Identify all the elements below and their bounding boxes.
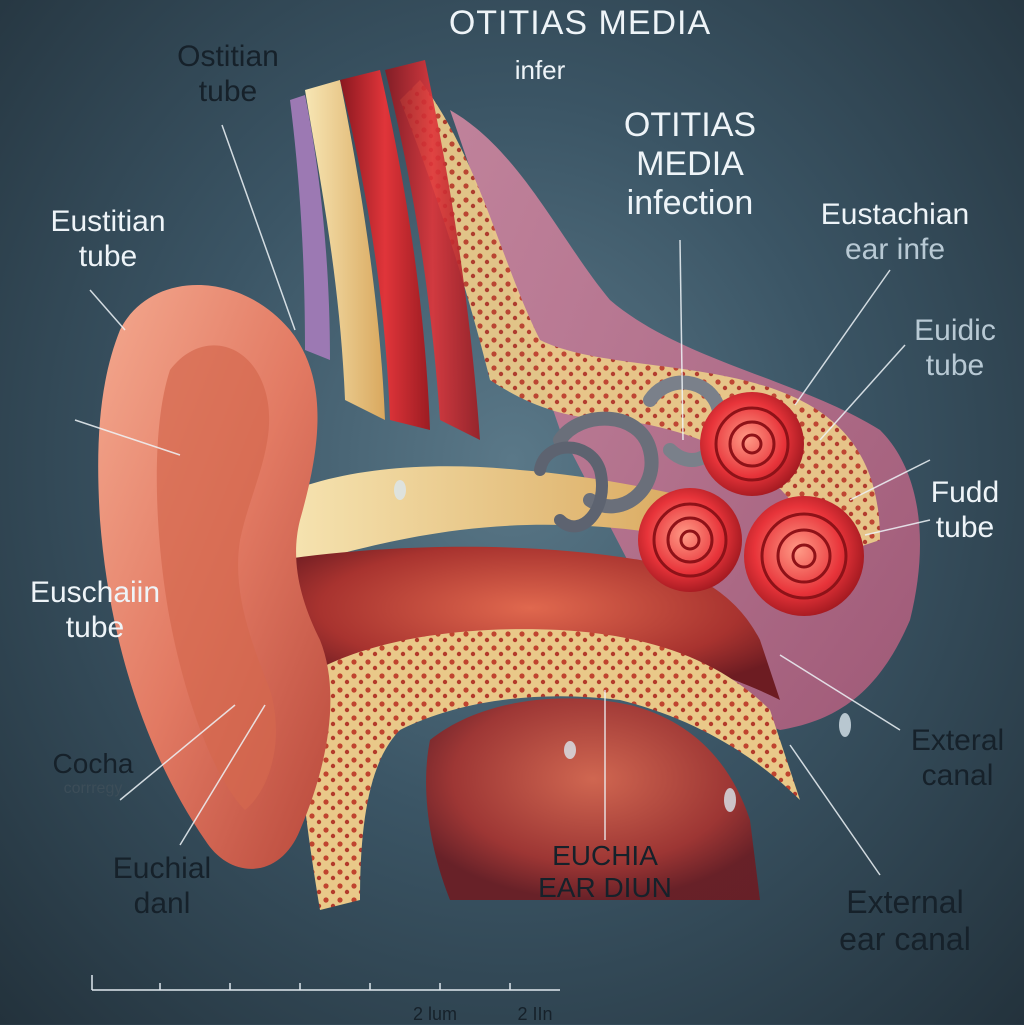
label-bottom-center: EUCHIA EAR DIUN <box>515 840 695 904</box>
label-mid-left: Euschaiin tube <box>10 576 180 645</box>
label-right-3-line-1: Exteral <box>910 724 1005 757</box>
scale-label-left: 2 lum <box>412 1004 457 1024</box>
pinna-inner-fold <box>156 345 276 810</box>
label-bottom-right-line-1: External <box>846 884 964 920</box>
label-right-1-line-2: tube <box>925 348 985 382</box>
label-upper-right-line-2: ear infe <box>844 232 946 266</box>
lower-cavity <box>426 698 760 900</box>
label-right-2: Fudd tube <box>915 476 1015 545</box>
label-bottom-center-line-2: EAR DIUN <box>538 872 672 904</box>
cochlea-spiral-2 <box>638 488 742 592</box>
tissue-layer-red-2 <box>385 60 480 440</box>
ear-canal <box>280 546 780 700</box>
label-mid-left-line-2: tube <box>65 610 125 644</box>
fluid-drop <box>724 788 736 812</box>
label-bottom-right: External ear canal <box>825 884 985 958</box>
tissue-layer-red <box>340 70 430 430</box>
label-right-3: Exteral canal <box>895 724 1020 793</box>
label-top-left: Ostitian tube <box>148 40 308 109</box>
label-right-1-line-1: Euidic <box>914 314 996 347</box>
label-upper-right: Eustachian ear infe <box>795 198 995 267</box>
ossicle-loop-3 <box>534 441 608 533</box>
ossicle-loop-1 <box>553 411 659 514</box>
scale-label-right: 2 IIn <box>517 1004 553 1024</box>
label-mid-left-line-1: Euschaiin <box>29 576 161 609</box>
label-upper-left: Eustitian tube <box>28 205 188 274</box>
center-label-line-2: MEDIA <box>636 145 744 184</box>
label-top-left-line-2: tube <box>198 74 258 108</box>
leader-lines <box>74 124 931 876</box>
diagram-title: OTITIAS MEDIA <box>448 4 712 42</box>
tissue-layer-purple <box>290 95 330 360</box>
label-top-left-line-1: Ostitian <box>177 40 279 73</box>
label-right-2-line-1: Fudd <box>930 476 1000 509</box>
bone-shelf-upper <box>270 466 700 570</box>
label-bottom-right-line-2: ear canal <box>839 920 971 957</box>
cochlea-spiral-1 <box>700 392 804 496</box>
center-label: OTITIAS MEDIA infection <box>600 106 780 223</box>
label-right-1: Euidic tube <box>900 314 1010 383</box>
fluid-drop <box>839 713 851 737</box>
label-upper-left-line-2: tube <box>78 239 138 273</box>
label-bottom-left: Euchial danl <box>92 852 232 921</box>
label-bottom-left-line-2: danl <box>133 886 191 920</box>
label-bottom-center-line-1: EUCHIA <box>552 840 658 871</box>
scale-bar <box>91 975 560 991</box>
label-upper-left-line-1: Eustitian <box>50 205 166 238</box>
center-label-line-3: infection <box>626 184 754 223</box>
fluid-drop <box>564 741 576 759</box>
tissue-layer-yellow <box>305 80 385 420</box>
cochlea-spiral-3 <box>744 496 864 616</box>
bone-shelf-lower <box>298 629 800 910</box>
label-right-2-line-2: tube <box>935 510 995 544</box>
diagram-subtitle: infer <box>514 55 566 85</box>
label-right-3-line-2: canal <box>921 758 994 792</box>
center-label-line-1: OTITIAS <box>623 106 757 144</box>
label-bottom-left-line-1: Euchial <box>112 852 212 885</box>
label-upper-right-line-1: Eustachian <box>820 198 970 231</box>
label-lower-left: Cocha corrregy <box>28 748 158 799</box>
fluid-drop <box>394 480 406 500</box>
label-lower-left-line-1: Cocha <box>52 748 134 779</box>
label-lower-left-line-2: corrregy <box>63 780 123 798</box>
